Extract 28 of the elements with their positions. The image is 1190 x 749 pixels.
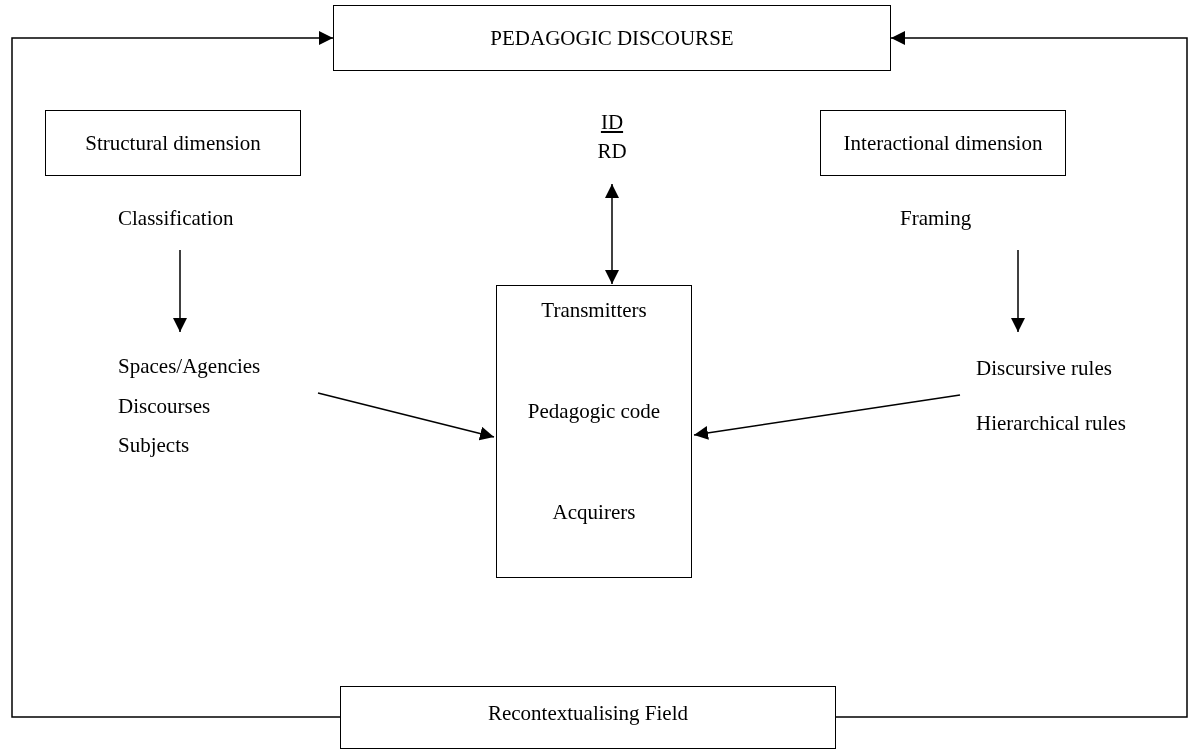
label-text: PEDAGOGIC DISCOURSE [490,25,734,51]
label-text: RD [597,139,627,164]
label-text: Pedagogic code [527,399,661,424]
label-text: Discursive rules [976,356,1112,381]
arrow [605,183,619,285]
label-text: Hierarchical rules [976,411,1126,436]
arrow [1011,249,1025,333]
title-box [333,5,891,71]
label-text: Subjects [118,433,190,458]
label-text: Acquirers [552,500,636,525]
label-text: Discourses [118,393,211,419]
dimension-box [45,110,301,176]
label-text: Spaces/Agencies [118,354,261,379]
arrow [317,392,495,441]
label-text: Transmitters [541,298,647,323]
label-text: Structural dimension [85,130,261,156]
arrow [693,394,961,440]
arrow [11,31,341,718]
arrow [173,249,187,333]
pedagogic-code-box [496,285,692,578]
arrow [835,31,1188,718]
dimension-box [820,110,1066,176]
label-text: Classification [118,206,234,231]
label-text: Interactional dimension [843,130,1043,156]
label-text: ID [600,110,624,135]
field-box [340,686,836,749]
label-text: Recontextualising Field [487,701,689,726]
label-text: Framing [900,206,972,231]
